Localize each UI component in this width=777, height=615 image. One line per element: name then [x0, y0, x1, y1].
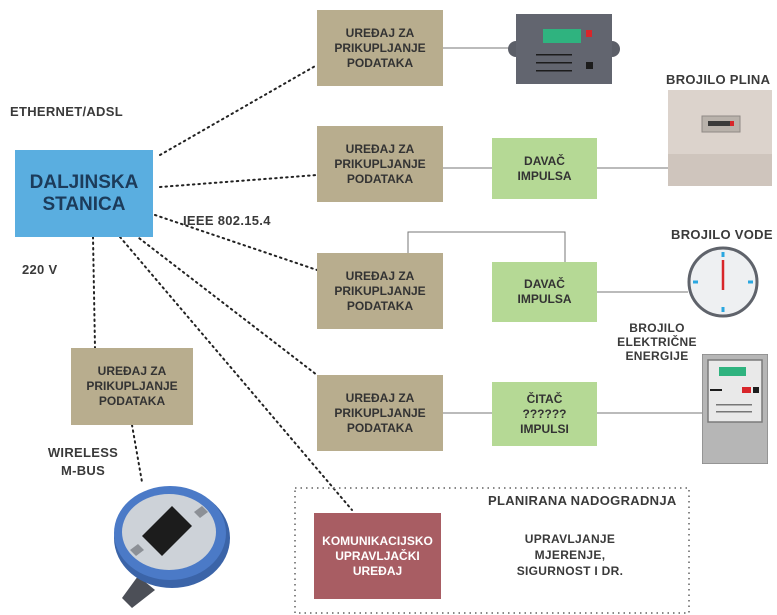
- data-logger-icon: [508, 14, 620, 84]
- gas-meter-label: BROJILO PLINA: [666, 72, 771, 87]
- upgrade-dotted-frame: [294, 487, 690, 614]
- wireless-mbus-meter-icon: [114, 486, 230, 608]
- link-station-collector-5: [92, 236, 96, 349]
- voltage-label: 220 V: [22, 262, 58, 277]
- wireless-mbus-label: WIRELESS M-BUS: [47, 445, 119, 479]
- electric-meter-label: BROJILO ELEKTRIČNE ENERGIJE: [617, 321, 697, 363]
- electric-meter-icon: [702, 354, 768, 464]
- remote-station: DALJINSKA STANICA: [15, 150, 153, 237]
- upgrade-description: UPRAVLJANJE MJERENJE, SIGURNOST I DR.: [516, 532, 624, 579]
- ethernet-adsl-label: ETHERNET/ADSL: [10, 104, 123, 119]
- link-station-control-device: [119, 236, 353, 511]
- link-collector-pulse-2-bracket: [407, 231, 566, 262]
- water-meter-label: BROJILO VODE: [671, 227, 773, 242]
- water-meter-icon: [687, 246, 759, 318]
- ieee-label: IEEE 802.15.4: [183, 213, 271, 228]
- link-station-collector-4: [134, 234, 318, 376]
- gas-meter-icon: [668, 90, 772, 186]
- link-station-collector-3: [154, 214, 318, 271]
- control-communication-device: KOMUNIKACIJSKO UPRAVLJAČKI UREĐAJ: [314, 513, 441, 599]
- link-station-collector-1: [159, 64, 318, 156]
- link-collector-wmbus-meter: [131, 424, 143, 483]
- pulse-reader: ČITAČ??????IMPULSI: [492, 382, 597, 446]
- upgrade-title: PLANIRANA NADOGRADNJA: [488, 493, 677, 508]
- link-station-collector-2: [159, 174, 318, 188]
